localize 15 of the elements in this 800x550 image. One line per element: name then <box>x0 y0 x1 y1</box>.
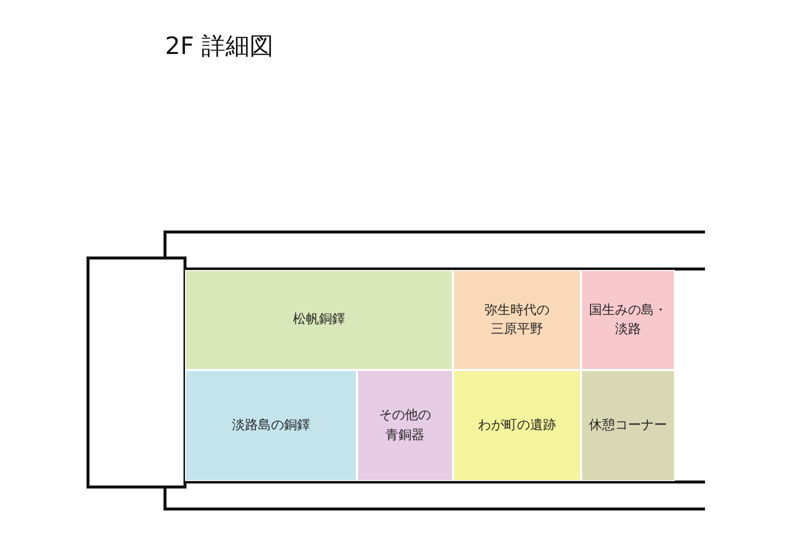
exhibit-room <box>581 370 675 481</box>
room-label: 淡路島の銅鐸 <box>232 416 310 435</box>
room-label: 弥生時代の三原平野 <box>483 302 550 339</box>
room-label: わが町の遺跡 <box>478 416 556 435</box>
exhibit-room <box>453 270 581 370</box>
room-label: 松帆銅鐸 <box>293 311 345 330</box>
exhibit-room <box>453 370 581 481</box>
room-label: 休憩コーナー <box>589 416 667 435</box>
room-label: 国生みの島・淡路 <box>588 302 668 339</box>
diagram-title: 2F 詳細図 <box>165 31 274 62</box>
exhibit-room <box>357 370 453 481</box>
room-label: その他の青銅器 <box>378 407 432 444</box>
exhibit-room <box>185 270 453 370</box>
exhibit-room <box>185 370 357 481</box>
exhibit-room <box>581 270 675 370</box>
